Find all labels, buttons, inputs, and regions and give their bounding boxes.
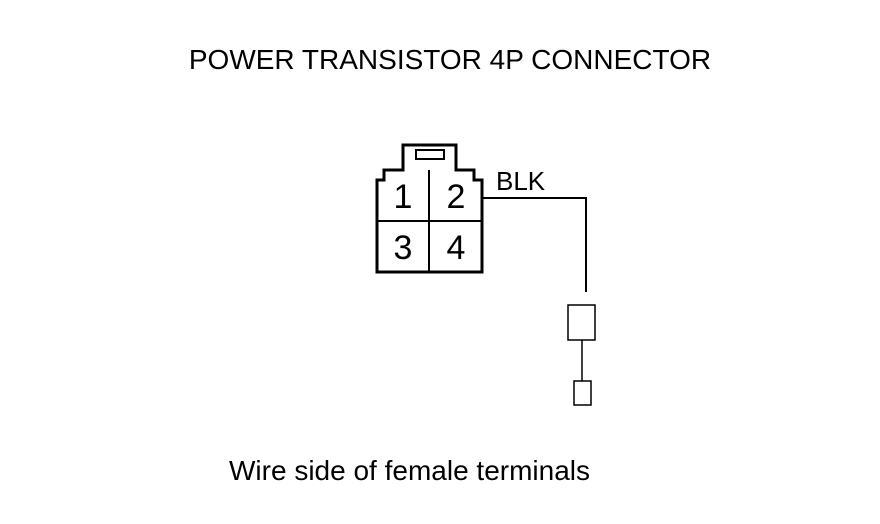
blk-wire — [482, 197, 587, 292]
upper-probe-terminal — [567, 304, 596, 341]
diagram-caption: Wire side of female terminals — [229, 455, 591, 486]
diagram-title-text: POWER TRANSISTOR 4P CONNECTOR — [188, 44, 712, 75]
lower-probe-terminal — [573, 380, 592, 406]
connector-lock-tab — [415, 149, 445, 160]
diagram-title: POWER TRANSISTOR 4P CONNECTOR — [0, 44, 880, 76]
terminal-1-label: 1 — [394, 178, 413, 216]
wire-color-label: BLK — [496, 166, 546, 196]
terminal-4-label: 4 — [447, 229, 466, 267]
connector-housing — [375, 143, 484, 274]
terminal-2-label: 2 — [447, 178, 466, 216]
terminal-3-label: 3 — [394, 229, 413, 267]
